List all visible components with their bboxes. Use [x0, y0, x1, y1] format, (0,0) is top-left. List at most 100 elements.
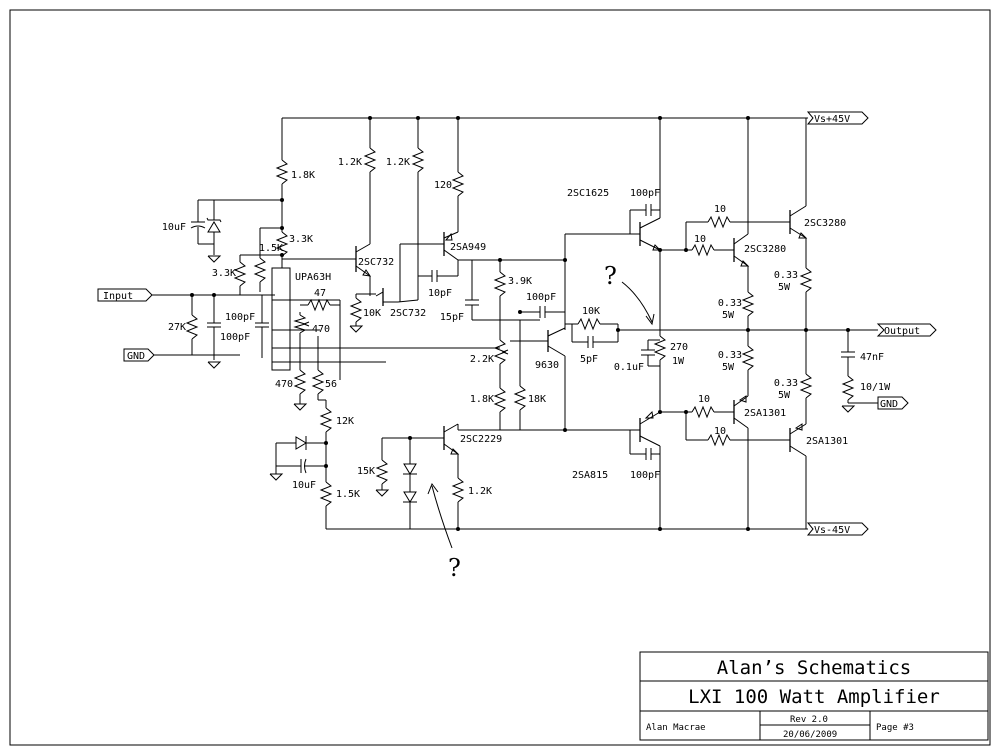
transistor-2sa1301-b: 2SA1301: [789, 423, 848, 529]
svg-text:10uF: 10uF: [292, 480, 316, 491]
sheet-border: [9, 9, 991, 746]
svg-text:56: 56: [325, 379, 337, 390]
vs-neg-label: Vs-45V: [814, 525, 850, 536]
transistor-2sc2229: 2SC2229: [382, 423, 502, 455]
svg-text:1.5K: 1.5K: [259, 243, 283, 254]
svg-text:15pF: 15pF: [440, 312, 464, 323]
resistor-270: 270 1W: [653, 258, 688, 410]
svg-text:1.8K: 1.8K: [470, 394, 494, 405]
svg-text:0.33: 0.33: [774, 378, 798, 389]
svg-text:0.1uF: 0.1uF: [614, 362, 644, 373]
svg-text:9630: 9630: [535, 360, 559, 371]
svg-text:0.33: 0.33: [718, 350, 742, 361]
svg-text:100pF: 100pF: [630, 188, 660, 199]
svg-text:100pF: 100pF: [630, 470, 660, 481]
transistor-2sa1301-a: 2SA1301: [733, 395, 786, 529]
resistor-10-a: 10: [685, 204, 790, 250]
resistor-27k: 27K: [168, 295, 199, 355]
negative-rail: Vs-45V: [326, 522, 869, 536]
svg-text:10: 10: [694, 234, 706, 245]
svg-text:Output: Output: [884, 326, 920, 337]
svg-text:12K: 12K: [336, 416, 354, 427]
svg-text:0.33: 0.33: [718, 298, 742, 309]
svg-text:1W: 1W: [672, 356, 685, 367]
diode-string: [403, 438, 417, 529]
author: Alan Macrae: [646, 723, 706, 733]
svg-text:1.5K: 1.5K: [336, 489, 360, 500]
svg-text:27K: 27K: [168, 322, 186, 333]
resistor-10-b: 10: [660, 234, 734, 257]
transistor-2sa949: 2SA949: [399, 231, 565, 302]
svg-text:2.2K: 2.2K: [470, 354, 494, 365]
resistor-0-33-b: 0.33 5W: [718, 290, 755, 330]
svg-text:1.2K: 1.2K: [468, 486, 492, 497]
input-label: Input: [103, 291, 133, 302]
question-annotation-1: ?: [604, 262, 655, 326]
page-number: Page #3: [876, 723, 914, 733]
svg-text:470: 470: [275, 379, 293, 390]
svg-text:10: 10: [714, 426, 726, 437]
resistor-10-d: 10: [686, 426, 790, 447]
revision: Rev 2.0: [790, 715, 828, 725]
svg-text:2SC1625: 2SC1625: [567, 188, 609, 199]
svg-text:5W: 5W: [722, 362, 735, 373]
svg-text:2SC3280: 2SC3280: [804, 218, 846, 229]
transistor-2sa815: 2SA815: [572, 410, 661, 529]
zobel-network: 47nF 10/1W: [841, 330, 891, 413]
resistor-47: 47: [300, 288, 340, 312]
potentiometer-470: 470: [293, 300, 341, 380]
resistor-1-5k-b: 1.5K: [319, 480, 360, 529]
svg-text:3.3K: 3.3K: [212, 268, 236, 279]
svg-text:1.2K: 1.2K: [386, 157, 410, 168]
resistor-10k-a: 10K: [349, 293, 381, 333]
svg-text:2SC732: 2SC732: [390, 308, 426, 319]
zener-diode: [206, 200, 222, 263]
resistor-15k: 15K: [357, 438, 390, 497]
resistor-1-2k-c: 1.2K: [451, 454, 492, 529]
gnd-left-label: GND: [127, 351, 145, 362]
capacitor-100pf-input-2: [255, 295, 269, 358]
gnd-port-left: GND: [123, 348, 240, 362]
svg-text:2SA1301: 2SA1301: [744, 408, 786, 419]
resistor-3-3k-b: 3.3K: [212, 254, 282, 295]
svg-text:10K: 10K: [582, 306, 600, 317]
svg-text:270: 270: [670, 342, 688, 353]
transistor-2sc1625: 2SC1625: [567, 118, 662, 258]
capacitor-10uf-bot: 10uF: [269, 443, 326, 491]
svg-text:10K: 10K: [363, 308, 381, 319]
resistor-1-2k-b: 1.2K: [386, 118, 425, 300]
svg-text:?: ?: [448, 554, 461, 582]
capacitor-100pf-e: 100pF: [629, 430, 660, 481]
resistor-470-b: 470: [275, 340, 308, 411]
input-port: Input: [97, 288, 275, 302]
resistor-56: 56: [311, 336, 337, 401]
resistor-18k: 18K: [513, 320, 546, 430]
svg-text:10/1W: 10/1W: [860, 382, 891, 393]
svg-text:10: 10: [714, 204, 726, 215]
capacitor-0-1uf: 0.1uF: [614, 339, 660, 373]
svg-text:2SC2229: 2SC2229: [460, 434, 502, 445]
output-port: Output: [876, 323, 937, 337]
svg-text:0.33: 0.33: [774, 270, 798, 281]
transistor-2sc3280-b: 2SC3280: [733, 118, 786, 290]
company-name: Alan’s Schematics: [717, 657, 911, 679]
transistor-2sc732-a: 2SC732: [282, 243, 394, 296]
drawing-title: LXI 100 Watt Amplifier: [688, 686, 940, 708]
svg-text:UPA63H: UPA63H: [295, 272, 331, 283]
resistor-12k: 12K: [319, 400, 354, 480]
svg-text:1.2K: 1.2K: [338, 157, 362, 168]
svg-text:18K: 18K: [528, 394, 546, 405]
vs-pos-label: Vs+45V: [814, 114, 850, 125]
resistor-10k-b: 10K: [565, 306, 618, 331]
svg-text:5W: 5W: [778, 390, 791, 401]
svg-text:3.9K: 3.9K: [508, 276, 532, 287]
vs-neg-port: [806, 522, 869, 536]
svg-text:100pF: 100pF: [526, 292, 556, 303]
resistor-10-c: 10: [660, 394, 734, 440]
resistor-1-8k-b: 1.8K: [470, 386, 507, 430]
resistor-0-33-c: 0.33 5W: [718, 330, 755, 396]
capacitor-100pf-input: 100pF 100pF: [207, 295, 255, 369]
capacitor-10uf-bias: 10uF: [162, 199, 282, 245]
resistor-1-5k-a: 1.5K: [253, 227, 283, 292]
svg-text:100pF: 100pF: [225, 312, 255, 323]
